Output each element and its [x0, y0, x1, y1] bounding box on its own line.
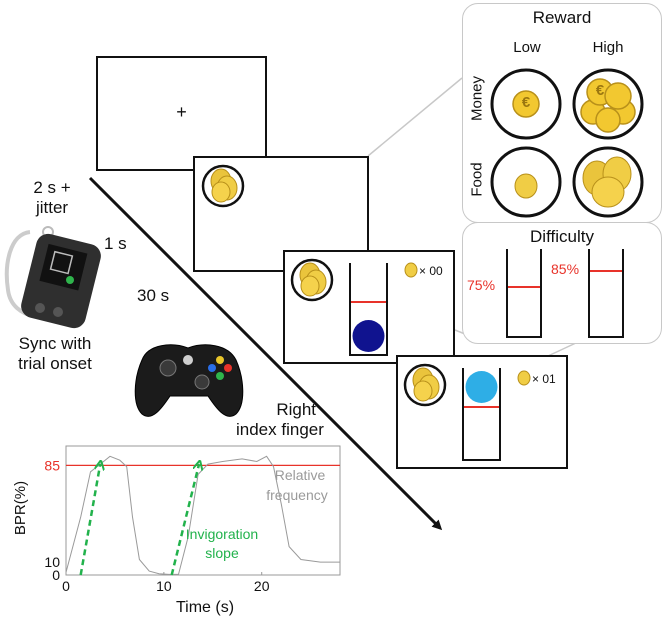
reward-grid-icons [490, 68, 644, 218]
chart-annotation: Relative [275, 467, 326, 483]
reward-cue-icon [403, 363, 447, 407]
x-tick-label: 20 [254, 578, 270, 594]
euro-symbol: € [521, 94, 531, 111]
reward-cue-icon [290, 258, 334, 302]
reward-low-label: Low [513, 39, 541, 56]
difficulty-gauges [506, 249, 624, 338]
chart-xlabel: Time (s) [175, 599, 235, 616]
chart-annotation: frequency [266, 487, 327, 503]
duration-label-iti: 2 s + jitter [33, 178, 71, 217]
controller-caption: Right index finger [236, 400, 324, 439]
coin-icon [404, 262, 418, 278]
reward-high-label: High [592, 39, 624, 56]
invigoration-slope-arrow [170, 464, 199, 576]
chart-annotation: slope [205, 545, 239, 561]
reward-cue-icon [201, 164, 245, 208]
reward-panel: Reward Low High Money Food € € [462, 3, 662, 223]
effort-screen: × 00 [283, 250, 455, 364]
fixation-cross: + [176, 102, 187, 122]
y-tick-label: 0 [52, 567, 60, 583]
y-tick-label: 85 [44, 457, 60, 473]
reward-title: Reward [532, 8, 592, 27]
coin-counter: × 01 [532, 372, 556, 386]
difficulty-level-85: 85% [551, 261, 580, 277]
euro-symbol: € [595, 82, 605, 99]
difficulty-title: Difficulty [530, 227, 594, 246]
chart-frame [65, 445, 341, 576]
fixation-screen: + [96, 56, 267, 171]
x-tick-label: 10 [156, 578, 172, 594]
effort-gauge [349, 263, 388, 356]
effort-gauge [462, 368, 501, 461]
duration-label-effort: 30 s [137, 286, 170, 305]
sync-caption: Sync with trial onset [18, 334, 92, 373]
x-tick-label: 0 [62, 578, 70, 594]
chart-ylabel: BPR(%) [12, 480, 29, 536]
coin-icon [517, 370, 531, 386]
difficulty-panel: Difficulty 75% 85% [462, 222, 662, 344]
bpr-series-line [65, 455, 340, 575]
feedback-screen: × 01 [396, 355, 568, 469]
duration-label-cue: 1 s [104, 234, 127, 253]
chart-annotation: Invigoration [186, 526, 258, 542]
sync-device-icon [4, 226, 101, 329]
coin-counter: × 00 [419, 264, 443, 278]
y-tick-label: 10 [44, 554, 60, 570]
game-controller-icon [134, 344, 244, 417]
difficulty-level-75: 75% [467, 277, 496, 293]
invigoration-slope-arrow [79, 464, 101, 576]
